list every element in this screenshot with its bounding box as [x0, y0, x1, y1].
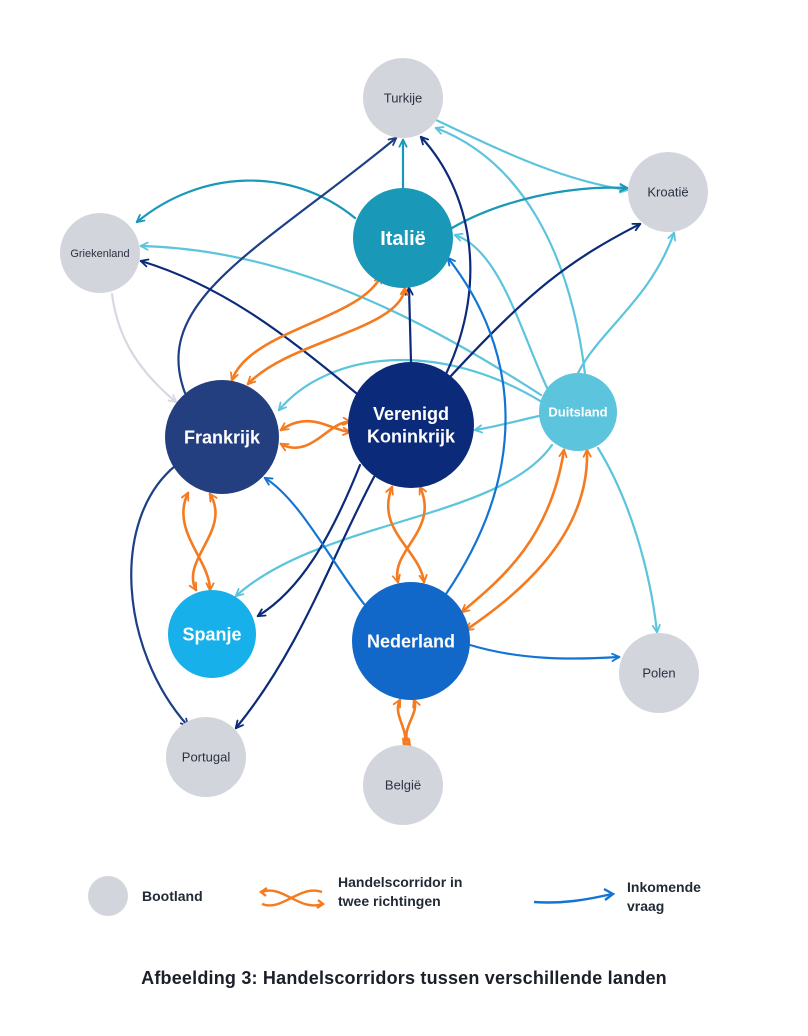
node-nederland-circle: [352, 582, 470, 700]
edge-griekenland-frankrijk: [110, 292, 178, 404]
legend-bootland-label: Bootland: [142, 888, 203, 904]
legend-corridor-arrowhead-right: [316, 899, 326, 909]
node-frankrijk-label: Frankrijk: [184, 427, 261, 447]
node-nederland-label: Nederland: [367, 631, 455, 651]
edge-duitsland-vk: [473, 414, 541, 434]
edge-duitsland-turkije: [434, 126, 587, 376]
node-vk-circle: [348, 362, 474, 488]
node-griekenland-label: Griekenland: [70, 248, 129, 260]
edge-vk-griekenland: [139, 258, 358, 395]
legend-inkomend-label-line1: Inkomende: [627, 879, 701, 895]
node-kroatie-circle: [628, 152, 708, 232]
legend-corridor-label-line2: twee richtingen: [338, 893, 441, 909]
node-duitsland-label: Duitsland: [548, 405, 607, 420]
node-turkije-label: Turkije: [384, 91, 423, 106]
corridor-frankrijk-italie-b: [246, 286, 409, 386]
node-kroatie-label: Kroatië: [647, 185, 688, 200]
node-italie-label: Italië: [380, 228, 426, 250]
legend-inkomend-swatch: [533, 887, 616, 904]
node-polen: Polen: [619, 633, 699, 713]
edges-layer: [110, 118, 677, 748]
edge-frankrijk-turkije: [177, 136, 398, 395]
corridor-duitsland-nederland-a: [460, 448, 568, 614]
node-turkije-circle: [363, 58, 443, 138]
edge-nederland-frankrijk: [263, 476, 366, 606]
corridor-frankrijk-vk-b: [279, 416, 352, 452]
edge-vk-italie: [404, 286, 414, 364]
figure-caption: Afbeelding 3: Handelscorridors tussen ve…: [141, 968, 667, 988]
corridor-nederland-belgie-a: [392, 698, 411, 748]
legend: Bootland Handelscorridor in twee richtin…: [88, 874, 701, 916]
legend-inkomend-label-line2: vraag: [627, 898, 664, 914]
corridor-vk-nederland-a: [385, 485, 428, 584]
corridor-nederland-belgie-b: [402, 698, 421, 748]
node-spanje: Spanje: [168, 590, 256, 678]
edge-duitsland-italie: [453, 232, 550, 392]
node-spanje-circle: [168, 590, 256, 678]
node-frankrijk: Frankrijk: [165, 380, 279, 494]
edge-nederland-polen: [468, 643, 621, 662]
node-duitsland: Duitsland: [539, 373, 617, 451]
corridor-vk-nederland-b: [391, 485, 428, 584]
edge-vk-turkije: [419, 135, 472, 376]
legend-corridor-label-line1: Handelscorridor in: [338, 874, 462, 890]
node-griekenland: Griekenland: [60, 213, 140, 293]
node-frankrijk-circle: [165, 380, 279, 494]
legend-inkomend-arrowhead: [603, 887, 616, 901]
corridor-duitsland-nederland-b: [464, 448, 592, 632]
edge-frankrijk-portugal: [130, 464, 190, 728]
legend-corridor-arrowhead-left: [258, 887, 268, 897]
node-portugal-circle: [166, 717, 246, 797]
edge-italie-griekenland: [135, 179, 357, 224]
node-vk-label-line2: Koninkrijk: [367, 427, 456, 447]
edge-vk-kroatie: [448, 222, 642, 379]
node-belgie-label: België: [385, 778, 421, 793]
edge-italie-kroatie: [450, 183, 629, 230]
legend-corridor-line-2: [261, 889, 323, 907]
edge-vk-portugal: [234, 475, 376, 730]
node-belgie-circle: [363, 745, 443, 825]
corridor-frankrijk-spanje-b: [188, 492, 218, 592]
node-griekenland-circle: [60, 213, 140, 293]
node-duitsland-circle: [539, 373, 617, 451]
edge-cyan-turkije-kroatie: [434, 118, 629, 194]
node-polen-circle: [619, 633, 699, 713]
node-belgie: België: [363, 745, 443, 825]
node-spanje-label: Spanje: [182, 624, 241, 644]
legend-inkomend-line: [533, 892, 613, 904]
edge-vk-spanje: [256, 463, 362, 618]
legend-bootland-swatch: [88, 876, 128, 916]
node-vk-label-line1: Verenigd: [373, 404, 449, 424]
edge-duitsland-kroatie: [576, 231, 677, 375]
node-portugal-label: Portugal: [182, 750, 231, 765]
legend-corridor-swatch: [258, 887, 326, 909]
node-kroatie: Kroatië: [628, 152, 708, 232]
node-portugal: Portugal: [166, 717, 246, 797]
node-italie: Italië: [353, 188, 453, 288]
node-polen-label: Polen: [642, 666, 675, 681]
edge-duitsland-polen: [596, 446, 661, 634]
node-italie-circle: [353, 188, 453, 288]
node-turkije: Turkije: [363, 58, 443, 138]
node-nederland: Nederland: [352, 582, 470, 700]
